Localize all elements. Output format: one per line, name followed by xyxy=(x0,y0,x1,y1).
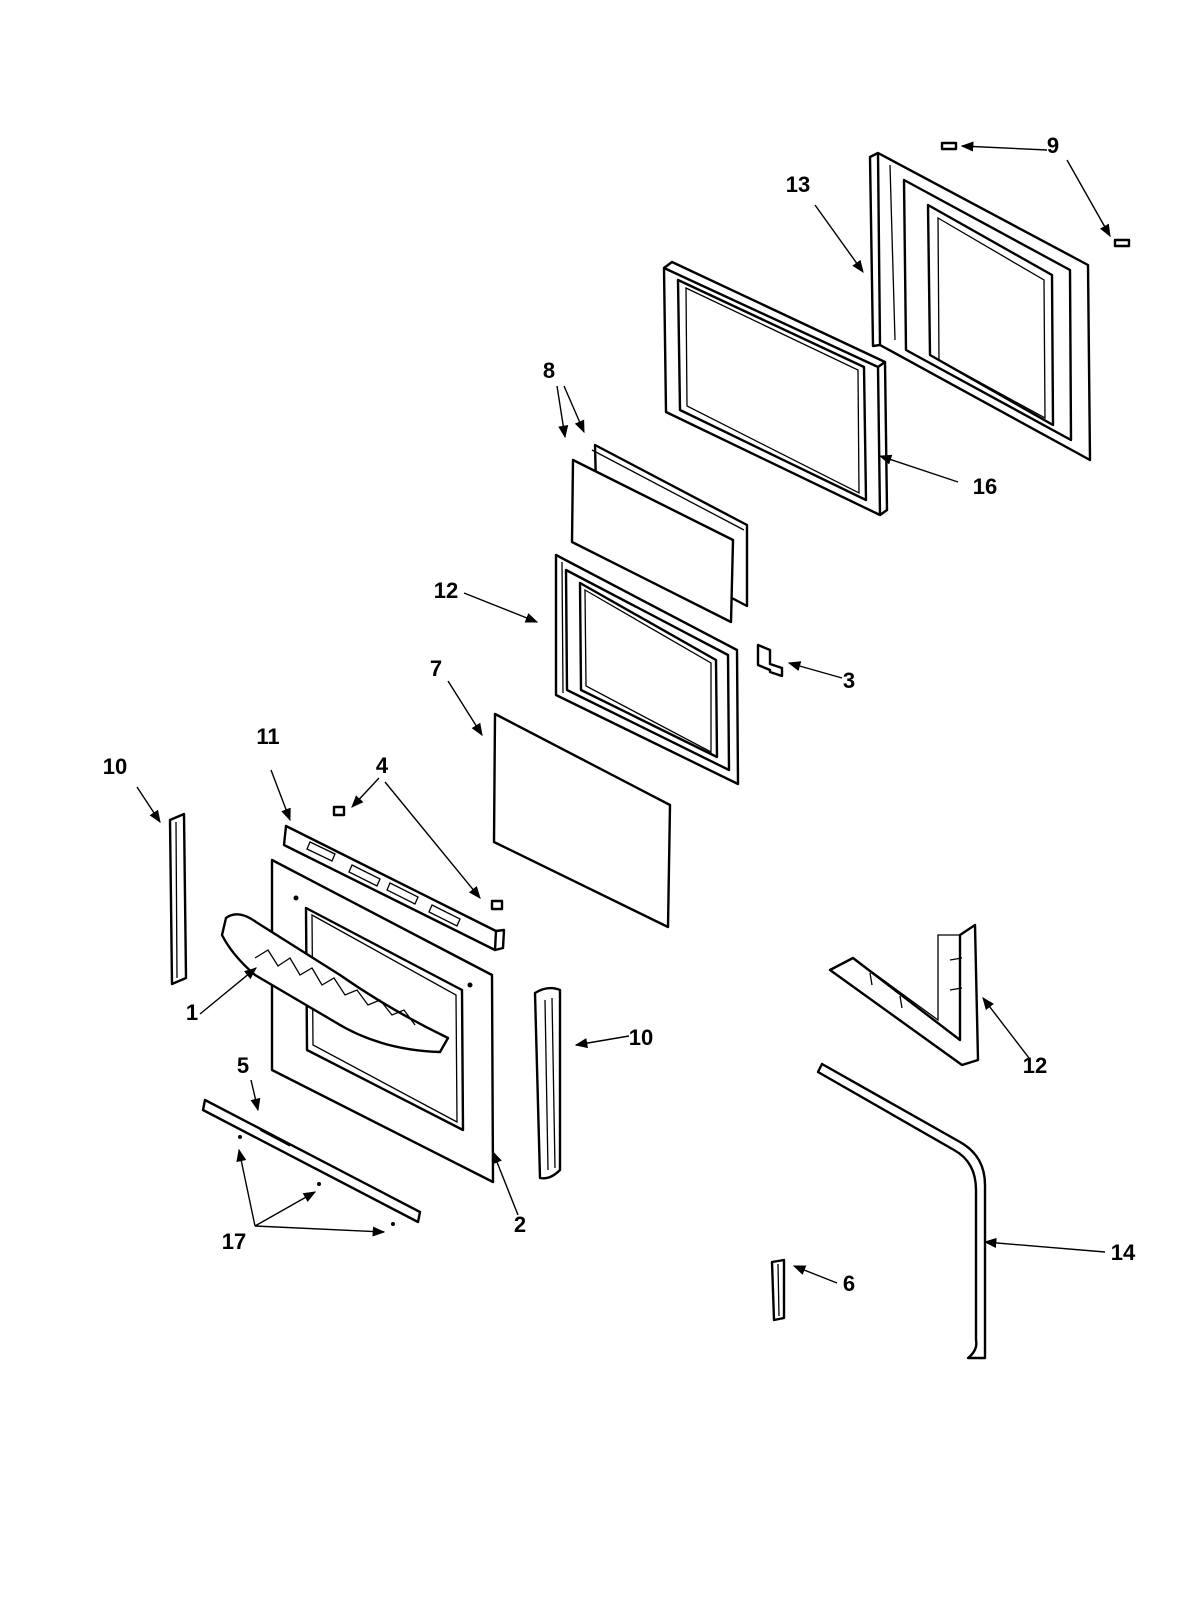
callout-8: 8 xyxy=(543,358,555,383)
callout-15: 14 xyxy=(1111,1240,1136,1265)
callout-7: 7 xyxy=(430,656,442,681)
callout-1: 1 xyxy=(186,1000,198,1025)
part-4-screws xyxy=(332,805,504,911)
callout-16: 16 xyxy=(973,474,997,499)
part-11-top-trim xyxy=(282,824,506,952)
callout-17: 17 xyxy=(222,1229,246,1254)
part-14-outer-door-panel xyxy=(868,151,1092,462)
callout-4: 4 xyxy=(376,753,389,778)
callout-14: 13 xyxy=(786,172,810,197)
part-5-bottom-trim xyxy=(201,1098,422,1224)
part-9-screws xyxy=(940,141,1131,248)
part-7-glass xyxy=(492,712,672,929)
callout-3: 3 xyxy=(843,668,855,693)
part-17-screws xyxy=(238,1135,395,1226)
part-10-left-side-trim xyxy=(168,812,188,986)
callout-12: 12 xyxy=(434,578,458,603)
callout-11: 11 xyxy=(256,724,279,749)
callout-10-right: 10 xyxy=(629,1025,653,1050)
part-16-window-frame xyxy=(662,260,889,517)
callout-labels: 9 13 8 16 12 3 7 4 11 10 1 5 2 10 12 14 … xyxy=(103,133,1136,1296)
callout-6: 6 xyxy=(843,1271,855,1296)
callout-13: 12 xyxy=(1023,1053,1047,1078)
part-15-door-gasket xyxy=(816,1062,987,1360)
callout-2: 2 xyxy=(514,1212,526,1237)
part-3-bracket xyxy=(756,643,784,678)
callout-10-left: 10 xyxy=(103,754,127,779)
callout-9: 9 xyxy=(1047,133,1059,158)
part-8-glass-panels xyxy=(570,443,749,624)
part-12-inner-door-panel xyxy=(554,553,740,786)
part-10-right-side-trim xyxy=(533,986,562,1180)
part-6-gasket-piece xyxy=(770,1258,786,1322)
leader-lines xyxy=(136,141,1111,1284)
callout-5: 5 xyxy=(237,1053,249,1078)
part-13-corner-trim xyxy=(828,923,980,1067)
